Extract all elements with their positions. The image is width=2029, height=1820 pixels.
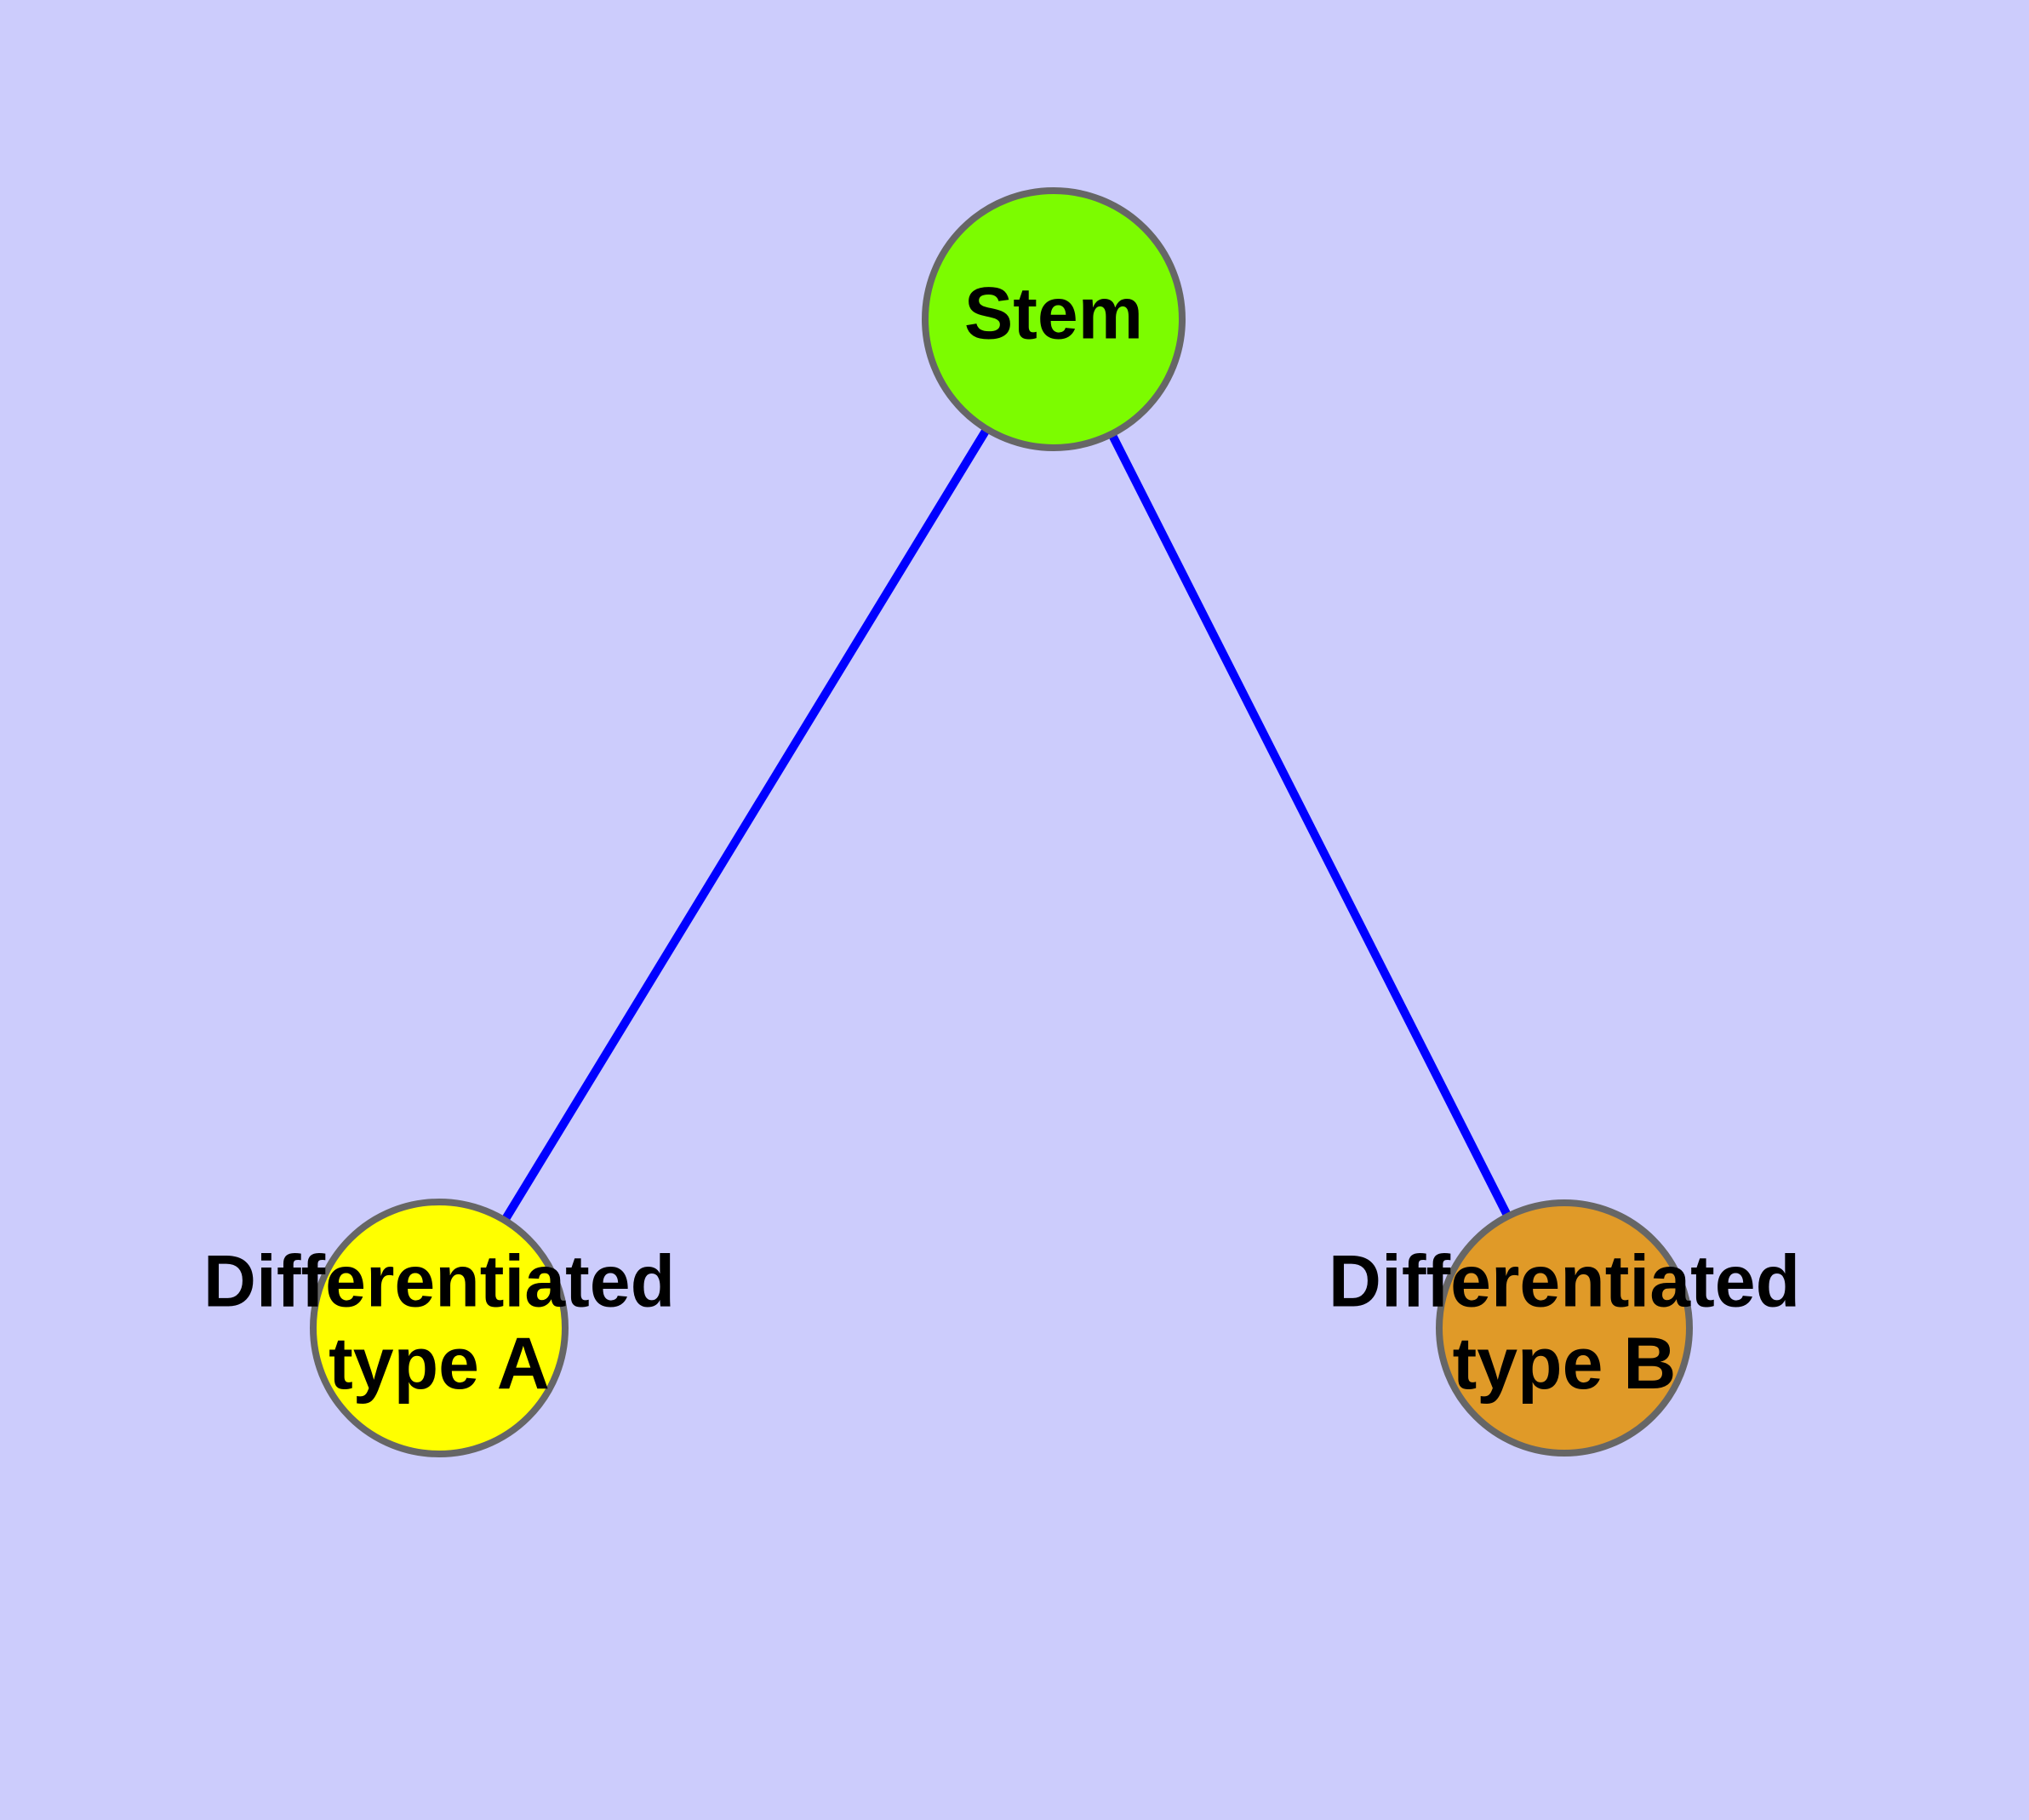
edges-layer bbox=[499, 423, 1513, 1226]
node-label-diff_a-line-1: type A bbox=[329, 1323, 550, 1405]
node-label-diff_b-line-0: Differentiated bbox=[1329, 1241, 1800, 1323]
node-label-diff_a-line-0: Differentiated bbox=[203, 1241, 675, 1323]
node-circle-diff_b[interactable] bbox=[1436, 1199, 1693, 1457]
node-label-stem-line-0: Stem bbox=[964, 273, 1143, 355]
node-circle-stem[interactable] bbox=[922, 187, 1186, 451]
graph-node-stem[interactable]: Stem bbox=[922, 187, 1186, 451]
node-label-diff_b-line-1: type B bbox=[1453, 1323, 1677, 1405]
graph-edge-stem-to-a[interactable] bbox=[499, 423, 992, 1226]
node-circle-diff_a[interactable] bbox=[310, 1199, 569, 1457]
graph-edge-stem-to-b[interactable] bbox=[1106, 428, 1513, 1222]
